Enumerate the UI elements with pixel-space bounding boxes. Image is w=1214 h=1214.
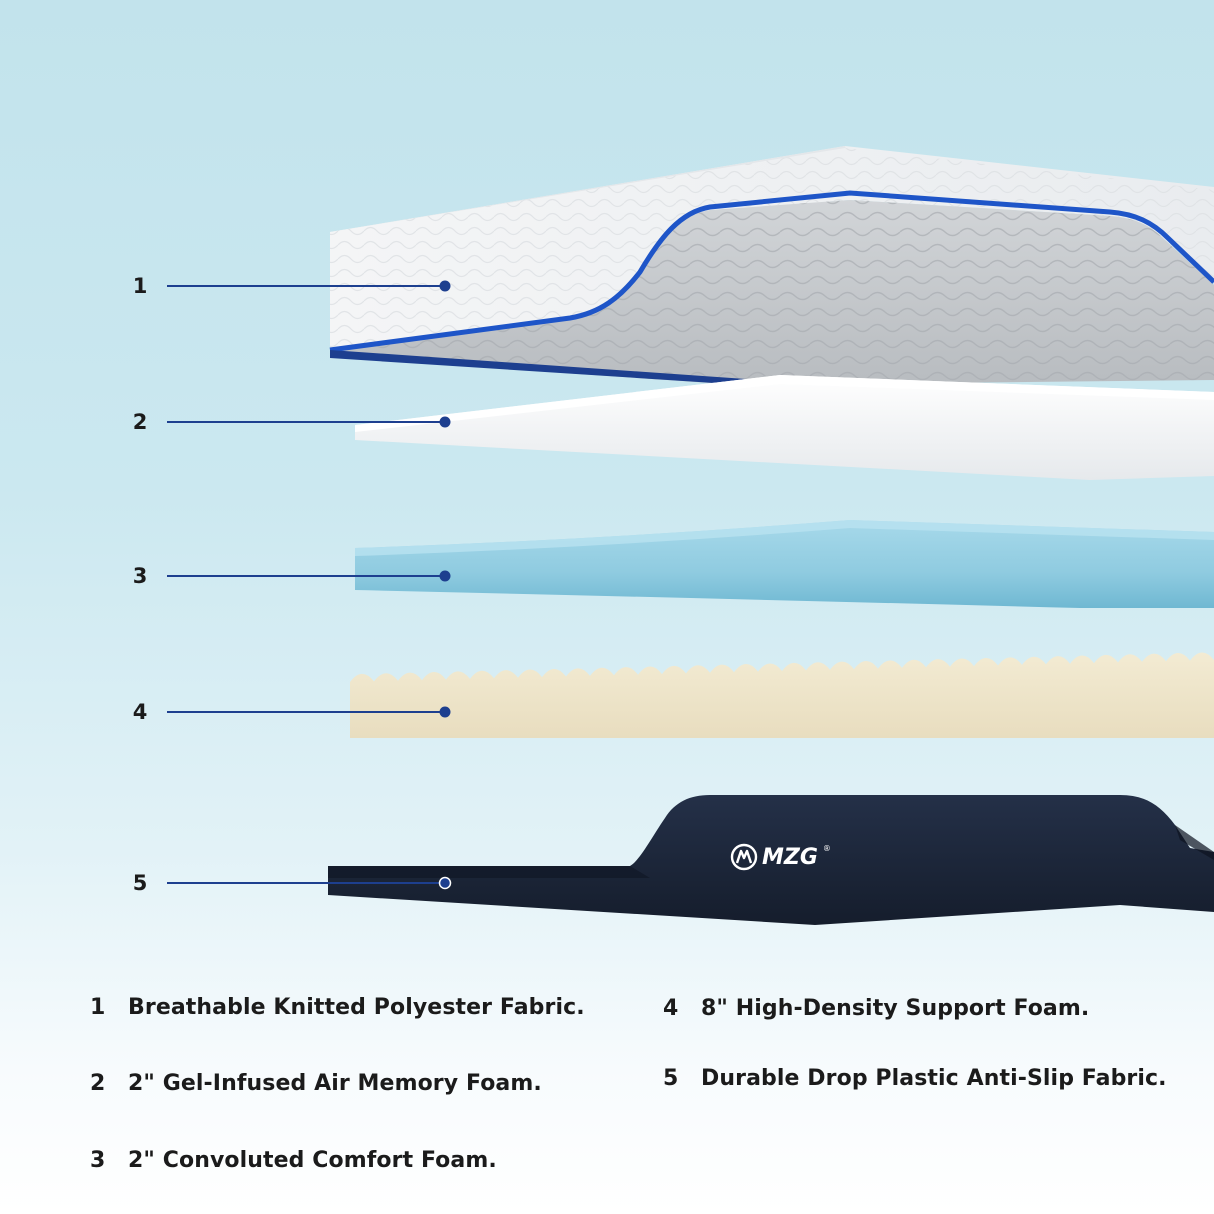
layer-2-memory-foam <box>355 375 1214 480</box>
legend-item-4: 4 8" High-Density Support Foam. <box>663 996 1089 1021</box>
leader-lines <box>167 280 452 890</box>
leader-dot-2 <box>439 416 451 428</box>
leader-dot-4 <box>439 706 451 718</box>
legend-text: Durable Drop Plastic Anti-Slip Fabric. <box>701 1066 1167 1091</box>
brand-logo-icon <box>730 843 758 871</box>
legend-text: 2" Gel-Infused Air Memory Foam. <box>128 1071 542 1096</box>
legend-item-1: 1 Breathable Knitted Polyester Fabric. <box>90 995 585 1020</box>
callout-number-4: 4 <box>132 700 148 724</box>
callout-number-1: 1 <box>132 274 148 298</box>
leader-dot-3 <box>439 570 451 582</box>
legend-number: 2 <box>90 1071 106 1096</box>
legend-item-2: 2 2" Gel-Infused Air Memory Foam. <box>90 1071 542 1096</box>
legend-item-5: 5 Durable Drop Plastic Anti-Slip Fabric. <box>663 1066 1167 1091</box>
legend-text: 2" Convoluted Comfort Foam. <box>128 1148 497 1173</box>
legend-number: 4 <box>663 996 679 1021</box>
leader-dot-1 <box>439 280 451 292</box>
legend-number: 1 <box>90 995 106 1020</box>
callout-number-2: 2 <box>132 410 148 434</box>
layer-3-gel-foam <box>355 520 1214 608</box>
legend-number: 3 <box>90 1148 106 1173</box>
callout-number-3: 3 <box>132 564 148 588</box>
mattress-layers-illustration <box>167 146 1214 925</box>
brand-name: MZG <box>762 844 818 870</box>
layer-1-cover <box>329 146 1214 386</box>
legend-text: Breathable Knitted Polyester Fabric. <box>128 995 585 1020</box>
legend-text: 8" High-Density Support Foam. <box>701 996 1090 1021</box>
brand-registered-mark: ® <box>822 844 831 853</box>
legend-item-3: 3 2" Convoluted Comfort Foam. <box>90 1148 497 1173</box>
layer-5-base <box>328 795 1214 925</box>
leader-dot-5 <box>438 876 452 890</box>
callout-number-5: 5 <box>132 871 148 895</box>
layer-4-support-foam <box>350 652 1214 738</box>
legend-number: 5 <box>663 1066 679 1091</box>
brand-logo: MZG ® <box>730 841 831 873</box>
